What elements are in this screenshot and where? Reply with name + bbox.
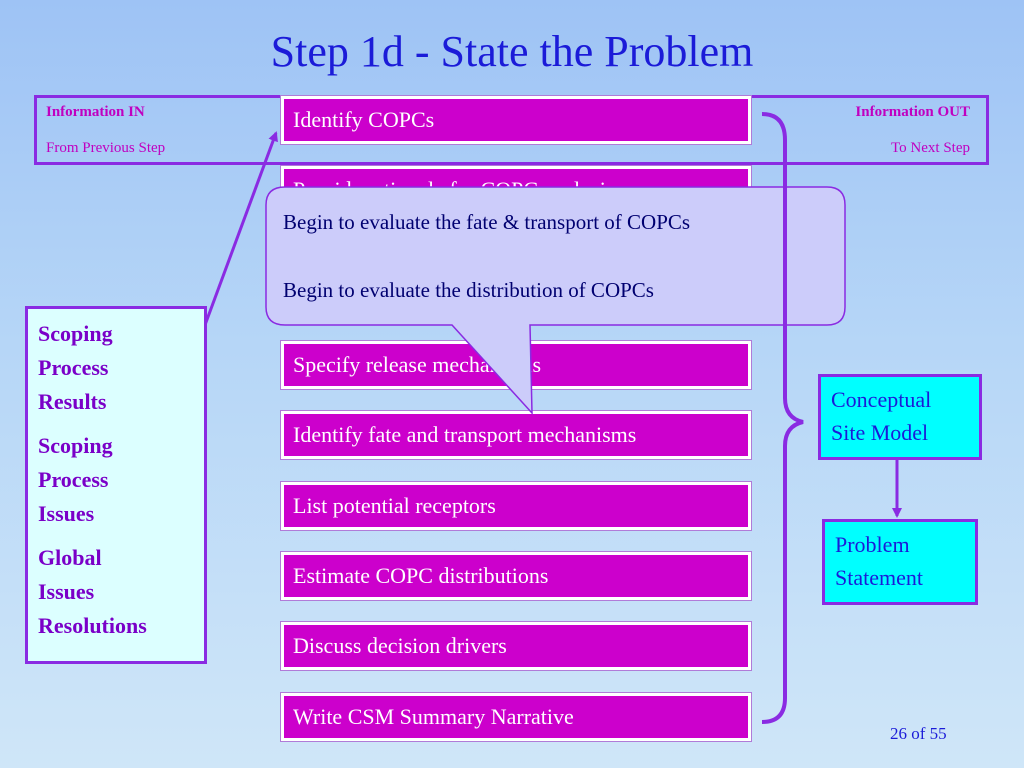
from-previous-step-label: From Previous Step xyxy=(46,140,166,156)
callout-line-distribution: Begin to evaluate the distribution of CO… xyxy=(283,278,654,302)
input-arrow xyxy=(203,131,278,326)
callout-bubble xyxy=(265,186,846,415)
step-write-csm-narrative: Write CSM Summary Narrative xyxy=(280,692,752,742)
to-next-step-label: To Next Step xyxy=(891,140,970,156)
page-number: 26 of 55 xyxy=(890,724,947,743)
problem-statement-box: Problem Statement xyxy=(822,519,978,605)
step-list-receptors: List potential receptors xyxy=(280,481,752,531)
callout-line-fate-transport: Begin to evaluate the fate & transport o… xyxy=(283,210,691,234)
slide-title: Step 1d - State the Problem xyxy=(270,27,754,76)
input-scoping-issues: Scoping Process Issues xyxy=(38,433,113,526)
step-identify-fate-transport: Identify fate and transport mechanisms xyxy=(280,410,752,460)
input-global-issues: Global Issues Resolutions xyxy=(38,545,147,638)
conceptual-site-model-box: Conceptual Site Model xyxy=(818,374,982,460)
inputs-box: Scoping Process Results Scoping Process … xyxy=(25,306,207,664)
information-out-label: Information OUT xyxy=(855,104,970,120)
grouping-brace xyxy=(761,112,804,724)
information-in-label: Information IN xyxy=(46,104,145,120)
step-discuss-decision-drivers: Discuss decision drivers xyxy=(280,621,752,671)
input-scoping-results: Scoping Process Results xyxy=(38,321,113,414)
step-identify-copcs: Identify COPCs xyxy=(280,95,752,145)
step-estimate-distributions: Estimate COPC distributions xyxy=(280,551,752,601)
